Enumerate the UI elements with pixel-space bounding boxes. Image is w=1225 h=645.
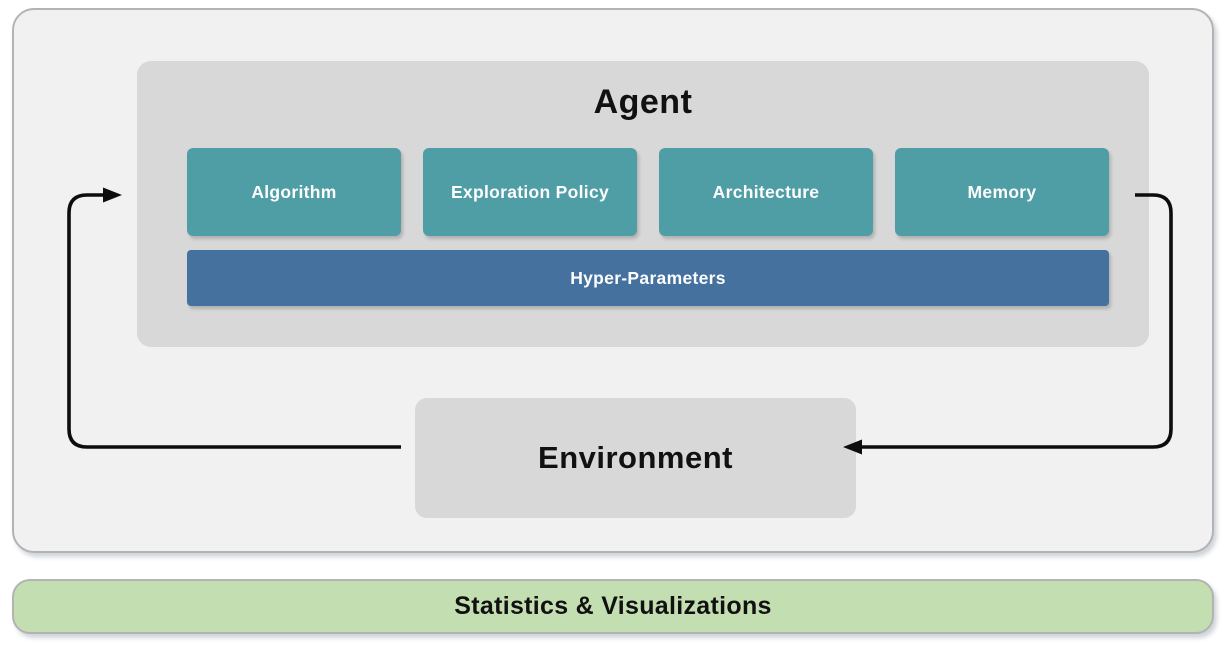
hyper-parameters-bar: Hyper-Parameters <box>187 250 1109 306</box>
statistics-visualizations-bar: Statistics & Visualizations <box>12 579 1214 634</box>
module-exploration-policy: Exploration Policy <box>423 148 637 236</box>
module-memory: Memory <box>895 148 1109 236</box>
training-loop-panel: Agent Algorithm Exploration Policy Archi… <box>12 8 1214 553</box>
agent-modules-row: Algorithm Exploration Policy Architectur… <box>187 148 1109 236</box>
environment-box: Environment <box>415 398 856 518</box>
module-architecture: Architecture <box>659 148 873 236</box>
agent-box: Agent Algorithm Exploration Policy Archi… <box>137 61 1149 347</box>
agent-title: Agent <box>593 83 693 121</box>
module-algorithm: Algorithm <box>187 148 401 236</box>
